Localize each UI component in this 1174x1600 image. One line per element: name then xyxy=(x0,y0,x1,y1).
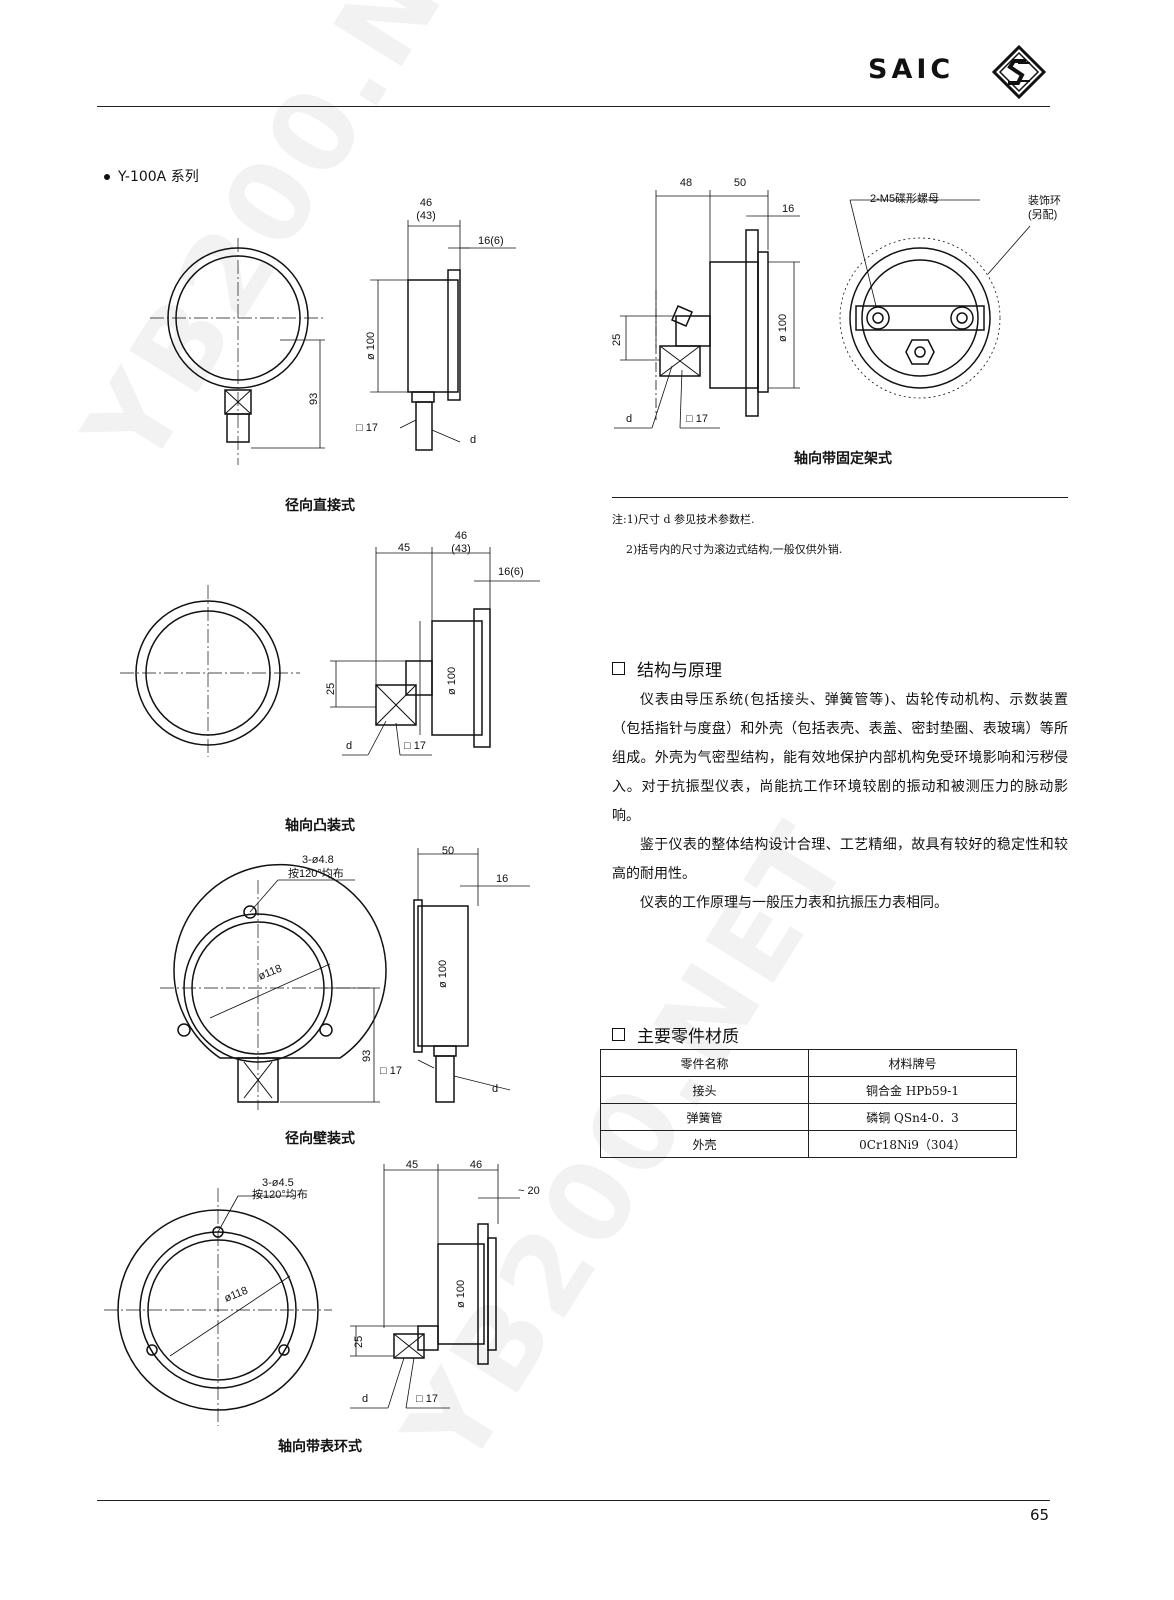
dim-sq17: □ 17 xyxy=(380,1065,402,1077)
structure-body: 仪表由导压系统(包括接头、弹簧管等)、齿轮传动机构、示数装置（包括指针与度盘）和… xyxy=(612,686,1068,918)
dim-d: d xyxy=(362,1393,368,1405)
series-title: Y-100A 系列 xyxy=(104,166,199,186)
table-header-row: 零件名称 材料牌号 xyxy=(600,1049,1017,1077)
dim-sq17: □ 17 xyxy=(356,422,378,434)
note-1: 注:1)尺寸 d 参见技术参数栏. xyxy=(612,513,755,526)
label-ring-note: (另配) xyxy=(1028,208,1057,221)
dim-sq17: □ 17 xyxy=(686,413,708,425)
header-rule xyxy=(97,106,1050,107)
dim-93: 93 xyxy=(308,393,320,405)
table-cell: 铜合金 HPb59-1 xyxy=(808,1076,1017,1104)
dim-45: 45 xyxy=(398,542,410,554)
caption-axial-ring: 轴向带表环式 xyxy=(278,1439,362,1455)
page-number: 65 xyxy=(1030,1506,1050,1524)
table-cell: 外壳 xyxy=(600,1130,809,1158)
dim-20: ~ 20 xyxy=(518,1185,540,1197)
dim-45: 45 xyxy=(406,1159,418,1171)
dim-25: 25 xyxy=(325,683,337,695)
dim-sq17: □ 17 xyxy=(404,740,426,752)
drawing-axial-ring: 3-ø4.5 按120°均布 ø118 45 46 ~ 20 ø 100 25 … xyxy=(104,1159,540,1426)
label-nut: 2-M5碟形螺母 xyxy=(870,192,939,205)
notes-rule xyxy=(612,497,1068,498)
dim-d: d xyxy=(470,434,476,446)
dim-46: 46 xyxy=(455,530,467,542)
materials-table: 零件名称 材料牌号 接头 铜合金 HPb59-1 弹簧管 磷铜 QSn4-0．3… xyxy=(600,1049,1017,1158)
dim-46: 46 xyxy=(420,197,432,209)
footer-rule xyxy=(97,1500,1050,1501)
label-ring: 装饰环 xyxy=(1028,193,1061,207)
section-materials-title: 主要零件材质 xyxy=(612,1022,739,1047)
dim-phi118: ø118 xyxy=(223,1285,250,1305)
table-row: 外壳 0Cr18Ni9（304） xyxy=(600,1130,1017,1158)
label-distribution: 按120°均布 xyxy=(288,866,344,880)
drawing-radial-direct: 93 46 (43) 16(6) ø 100 □ 17 d xyxy=(150,197,516,465)
table-cell: 接头 xyxy=(600,1076,809,1104)
table-cell: 弹簧管 xyxy=(600,1103,809,1131)
dim-16: 16 xyxy=(782,203,794,215)
section-structure-title: 结构与原理 xyxy=(612,656,722,681)
dim-phi100: ø 100 xyxy=(455,1280,467,1308)
dim-phi100: ø 100 xyxy=(446,667,458,695)
dim-48: 48 xyxy=(680,177,692,189)
dim-43: (43) xyxy=(416,210,436,222)
table-cell: 磷铜 QSn4-0．3 xyxy=(808,1103,1017,1131)
saic-logo-icon xyxy=(992,45,1046,99)
dim-sq17: □ 17 xyxy=(416,1393,438,1405)
table-row: 弹簧管 磷铜 QSn4-0．3 xyxy=(600,1103,1017,1131)
dim-25: 25 xyxy=(611,334,623,346)
drawing-axial-flush: 45 46 (43) 16(6) ø 100 25 d □ 17 xyxy=(120,530,540,757)
table-row: 接头 铜合金 HPb59-1 xyxy=(600,1076,1017,1104)
structure-paragraph: 鉴于仪表的整体结构设计合理、工艺精细，故具有较好的稳定性和较高的耐用性。 xyxy=(612,837,1068,882)
dim-50: 50 xyxy=(734,177,746,189)
dim-d: d xyxy=(626,413,632,425)
structure-paragraph: 仪表由导压系统(包括接头、弹簧管等)、齿轮传动机构、示数装置（包括指针与度盘）和… xyxy=(612,692,1068,824)
dim-d: d xyxy=(346,740,352,752)
table-header: 零件名称 xyxy=(600,1049,809,1077)
dim-16: 16 xyxy=(496,873,508,885)
structure-paragraph: 仪表的工作原理与一般压力表和抗振压力表相同。 xyxy=(640,895,948,911)
caption-axial-flush: 轴向凸装式 xyxy=(285,818,355,834)
notes: 注:1)尺寸 d 参见技术参数栏. 2)括号内的尺寸为滚边式结构,一般仅供外销. xyxy=(612,505,842,565)
caption-axial-bracket: 轴向带固定架式 xyxy=(794,451,892,467)
dim-phi100: ø 100 xyxy=(777,314,789,342)
dim-50: 50 xyxy=(442,845,454,857)
caption-radial-wall: 径向壁装式 xyxy=(285,1131,355,1147)
drawing-axial-bracket: 48 50 16 25 ø 100 d □ 17 2-M5碟形螺母 装饰环 (另… xyxy=(611,177,1061,429)
dim-phi100: ø 100 xyxy=(437,960,449,988)
dim-46: 46 xyxy=(470,1159,482,1171)
caption-radial-direct: 径向直接式 xyxy=(285,498,355,514)
dim-phi100: ø 100 xyxy=(365,332,377,360)
dim-16: 16(6) xyxy=(498,566,524,578)
dim-93: 93 xyxy=(361,1050,373,1062)
dim-25: 25 xyxy=(353,1336,365,1348)
brand-logo-text: SAIC xyxy=(868,54,955,85)
dim-d: d xyxy=(492,1083,498,1095)
dim-16: 16(6) xyxy=(478,235,504,247)
table-header: 材料牌号 xyxy=(808,1049,1017,1077)
note-2: 2)括号内的尺寸为滚边式结构,一般仅供外销. xyxy=(626,543,843,556)
dim-phi118: ø118 xyxy=(257,963,284,983)
table-cell: 0Cr18Ni9（304） xyxy=(808,1130,1017,1158)
label-holes: 3-ø4.8 xyxy=(302,854,334,866)
label-holes: 3-ø4.5 xyxy=(262,1177,294,1189)
label-distribution: 按120°均布 xyxy=(252,1187,308,1201)
drawing-radial-wall: 3-ø4.8 按120°均布 ø118 93 50 16 ø 100 □ 17 … xyxy=(160,845,530,1110)
dim-43: (43) xyxy=(451,543,471,555)
